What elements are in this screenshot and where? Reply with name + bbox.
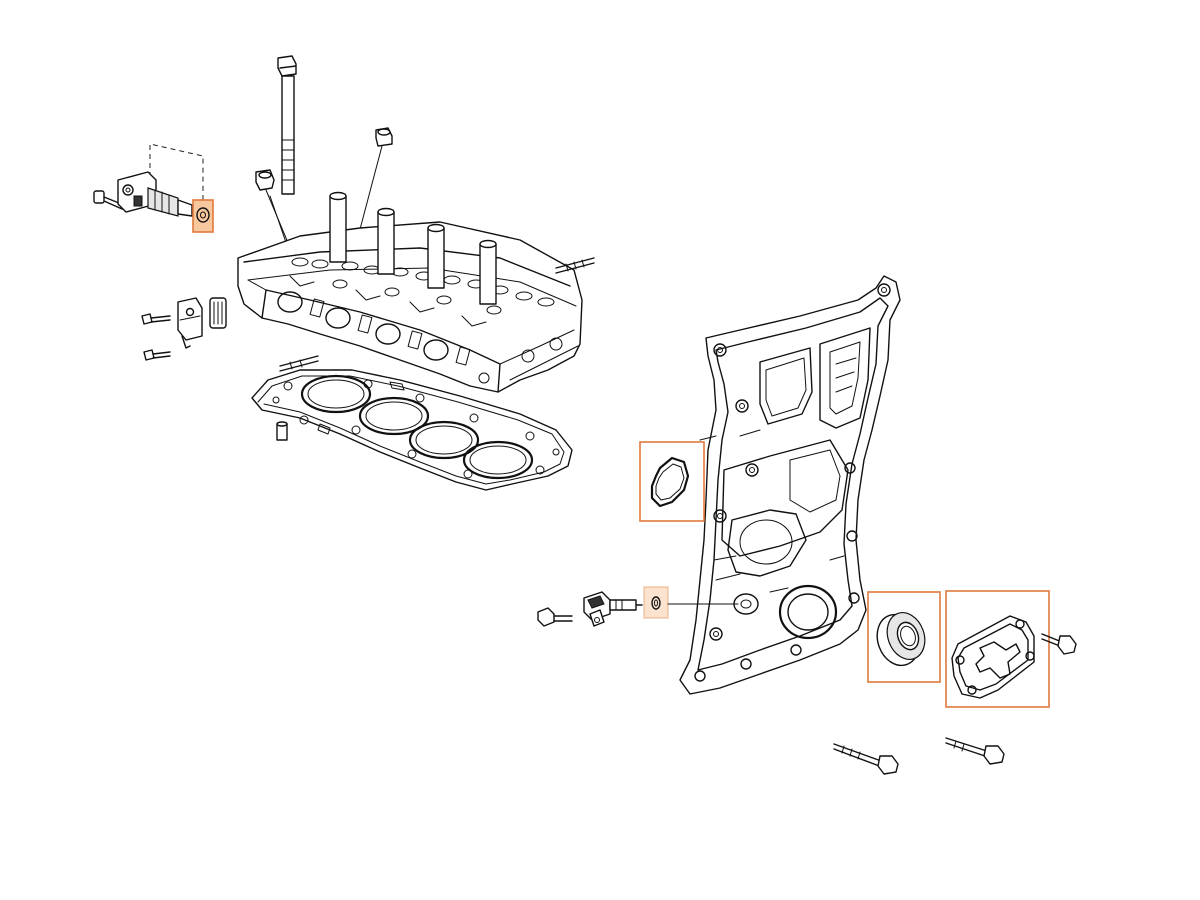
bracket-group	[141, 297, 227, 361]
cam-sensor-group	[537, 586, 739, 627]
highlight-box-chain-case-cover	[945, 590, 1050, 708]
valve-cap-left	[255, 169, 297, 263]
cover-bolt-right	[1041, 633, 1077, 655]
connector-clip	[209, 297, 227, 329]
spark-plug-tubes	[329, 191, 497, 305]
highlight-box-crank-oil-seal	[867, 591, 941, 683]
sealing-washer	[192, 199, 214, 233]
camshaft-position-sensor	[583, 591, 643, 627]
sensor-o-ring	[643, 586, 669, 619]
cylinder-head-assembly	[237, 191, 595, 393]
highlight-box-cover-gasket	[639, 441, 705, 522]
head-bolt	[269, 55, 297, 261]
timing-chain-cover	[679, 275, 901, 695]
sensor-bracket	[177, 297, 203, 349]
vtc-solenoid-group	[93, 143, 214, 233]
bracket-bolt-lower	[143, 349, 171, 361]
highlight-box-sensor-oring	[643, 586, 669, 619]
valve-train	[289, 257, 555, 327]
dowel-stud	[279, 355, 319, 372]
highlight-box-solenoid-washer	[192, 199, 214, 233]
bracket-bolt-upper	[141, 313, 171, 325]
spool-valve-solenoid	[117, 171, 193, 217]
head-stud	[555, 257, 595, 274]
crankshaft-oil-seal	[867, 591, 941, 683]
cover-bolt-long-right	[945, 737, 1005, 765]
cylinder-head-gasket	[251, 369, 573, 491]
leader-line	[149, 143, 204, 186]
sensor-bolt	[537, 607, 573, 627]
cover-oring-gasket	[639, 441, 705, 522]
cover-bolt-long-left	[833, 743, 899, 775]
dowel-pin	[276, 421, 288, 441]
chain-case-side-cover	[945, 590, 1050, 708]
